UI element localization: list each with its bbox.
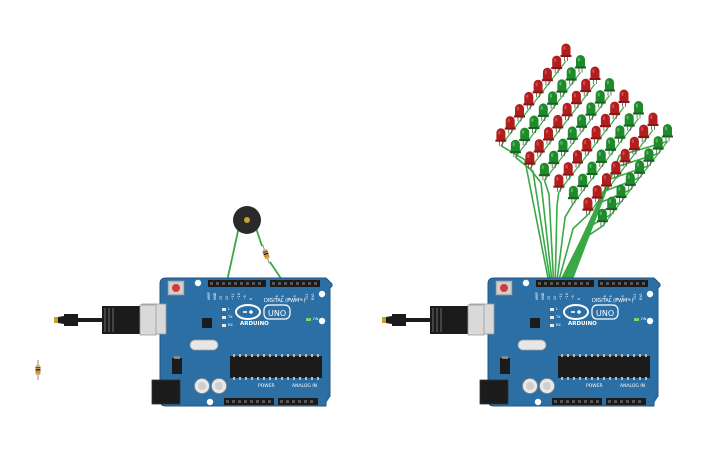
- led-green[interactable]: [595, 148, 608, 168]
- brand-label: ARDUINO: [240, 321, 269, 327]
- led-green[interactable]: [652, 135, 665, 155]
- led-green[interactable]: [567, 185, 580, 204]
- led-green[interactable]: [518, 127, 531, 146]
- led-green[interactable]: [632, 100, 645, 119]
- led-green[interactable]: [528, 115, 540, 134]
- led-wire[interactable]: [556, 202, 575, 283]
- led-red[interactable]: [579, 78, 592, 97]
- led-green[interactable]: [615, 184, 627, 203]
- tx-label: TX: [555, 315, 561, 319]
- led-wire[interactable]: [529, 168, 553, 283]
- on-label: ON: [313, 317, 319, 321]
- rx-label: RX: [228, 323, 233, 327]
- led-green[interactable]: [574, 54, 587, 73]
- model-label: UNO: [268, 309, 286, 318]
- led-wire[interactable]: [559, 225, 603, 283]
- led-green[interactable]: [661, 123, 674, 142]
- rx-label: RX: [556, 323, 561, 327]
- buzzer-wire-1[interactable]: [225, 221, 241, 287]
- led-red[interactable]: [580, 137, 593, 156]
- led-red[interactable]: [570, 90, 583, 109]
- led-red[interactable]: [608, 101, 621, 120]
- tx-label: TX: [227, 315, 233, 319]
- led-wire[interactable]: [570, 140, 668, 283]
- on-label: ON: [641, 317, 647, 321]
- arduino-board-left[interactable]: DIGITAL (PWM~) ARDUINO UNO L TX RX ON PO…: [141, 277, 333, 407]
- led-red[interactable]: [522, 91, 535, 110]
- led-red[interactable]: [599, 113, 612, 132]
- resistor-loose[interactable]: [35, 359, 41, 381]
- led-red[interactable]: [513, 103, 526, 122]
- led-green[interactable]: [566, 125, 579, 145]
- led-red[interactable]: [532, 79, 545, 98]
- resistor-buzzer[interactable]: [259, 243, 273, 265]
- analog-label: ANALOG IN: [292, 383, 317, 389]
- led-red[interactable]: [647, 112, 659, 131]
- usb-cable-left[interactable]: [53, 304, 157, 336]
- led-green[interactable]: [586, 161, 598, 180]
- brand-label: ARDUINO: [568, 321, 597, 327]
- led-wire[interactable]: [543, 179, 555, 283]
- right-circuit: DIGITAL (PWM~) ARDUINO UNO L TX RX ON PO…: [381, 43, 674, 407]
- led-red[interactable]: [504, 115, 517, 135]
- led-red[interactable]: [581, 196, 594, 216]
- led-green[interactable]: [623, 112, 636, 132]
- led-green[interactable]: [613, 124, 626, 144]
- led-red[interactable]: [637, 124, 650, 143]
- led-red[interactable]: [561, 102, 574, 121]
- led-green[interactable]: [603, 77, 616, 96]
- led-green[interactable]: [547, 150, 560, 169]
- led-red[interactable]: [542, 126, 555, 145]
- led-green[interactable]: [576, 173, 589, 192]
- led-green[interactable]: [604, 136, 617, 156]
- led-red[interactable]: [494, 127, 507, 147]
- led-green[interactable]: [546, 90, 559, 110]
- power-label: POWER: [258, 383, 275, 389]
- led-wire[interactable]: [554, 191, 560, 283]
- led-green[interactable]: [538, 162, 551, 181]
- led-green[interactable]: [575, 113, 588, 133]
- led-matrix: [494, 43, 674, 227]
- led-green[interactable]: [537, 102, 550, 122]
- model-label: UNO: [596, 309, 614, 318]
- l-label: L: [556, 307, 558, 311]
- l-label: L: [228, 307, 230, 311]
- led-green[interactable]: [584, 101, 597, 121]
- led-red[interactable]: [550, 55, 563, 74]
- led-red[interactable]: [571, 149, 584, 168]
- led-green[interactable]: [594, 89, 607, 109]
- led-red[interactable]: [541, 67, 554, 86]
- led-wire[interactable]: [557, 214, 589, 283]
- digital-label: DIGITAL (PWM~): [264, 298, 306, 304]
- led-green[interactable]: [555, 78, 568, 98]
- led-red[interactable]: [552, 173, 565, 193]
- led-green[interactable]: [557, 138, 569, 157]
- led-wire[interactable]: [500, 145, 550, 283]
- left-circuit: DIGITAL (PWM~) ARDUINO UNO L TX RX ON PO…: [35, 206, 333, 407]
- led-red[interactable]: [562, 161, 575, 181]
- led-green[interactable]: [605, 196, 618, 215]
- led-red[interactable]: [533, 138, 546, 158]
- led-red[interactable]: [589, 66, 601, 85]
- led-red[interactable]: [590, 125, 603, 144]
- led-green[interactable]: [642, 147, 655, 167]
- power-label: POWER: [586, 383, 603, 389]
- led-green[interactable]: [624, 171, 637, 191]
- analog-label: ANALOG IN: [620, 383, 645, 389]
- led-red[interactable]: [551, 114, 564, 133]
- digital-label: DIGITAL (PWM~): [592, 298, 634, 304]
- led-green[interactable]: [596, 208, 609, 227]
- led-green[interactable]: [633, 159, 646, 179]
- usb-cable-right[interactable]: [381, 304, 485, 336]
- piezo-buzzer[interactable]: [233, 206, 261, 234]
- led-red[interactable]: [618, 89, 630, 108]
- led-green[interactable]: [565, 66, 578, 86]
- led-red[interactable]: [560, 43, 572, 62]
- arduino-board-right[interactable]: DIGITAL (PWM~) ARDUINO UNO L TX RX ON PO…: [469, 277, 661, 407]
